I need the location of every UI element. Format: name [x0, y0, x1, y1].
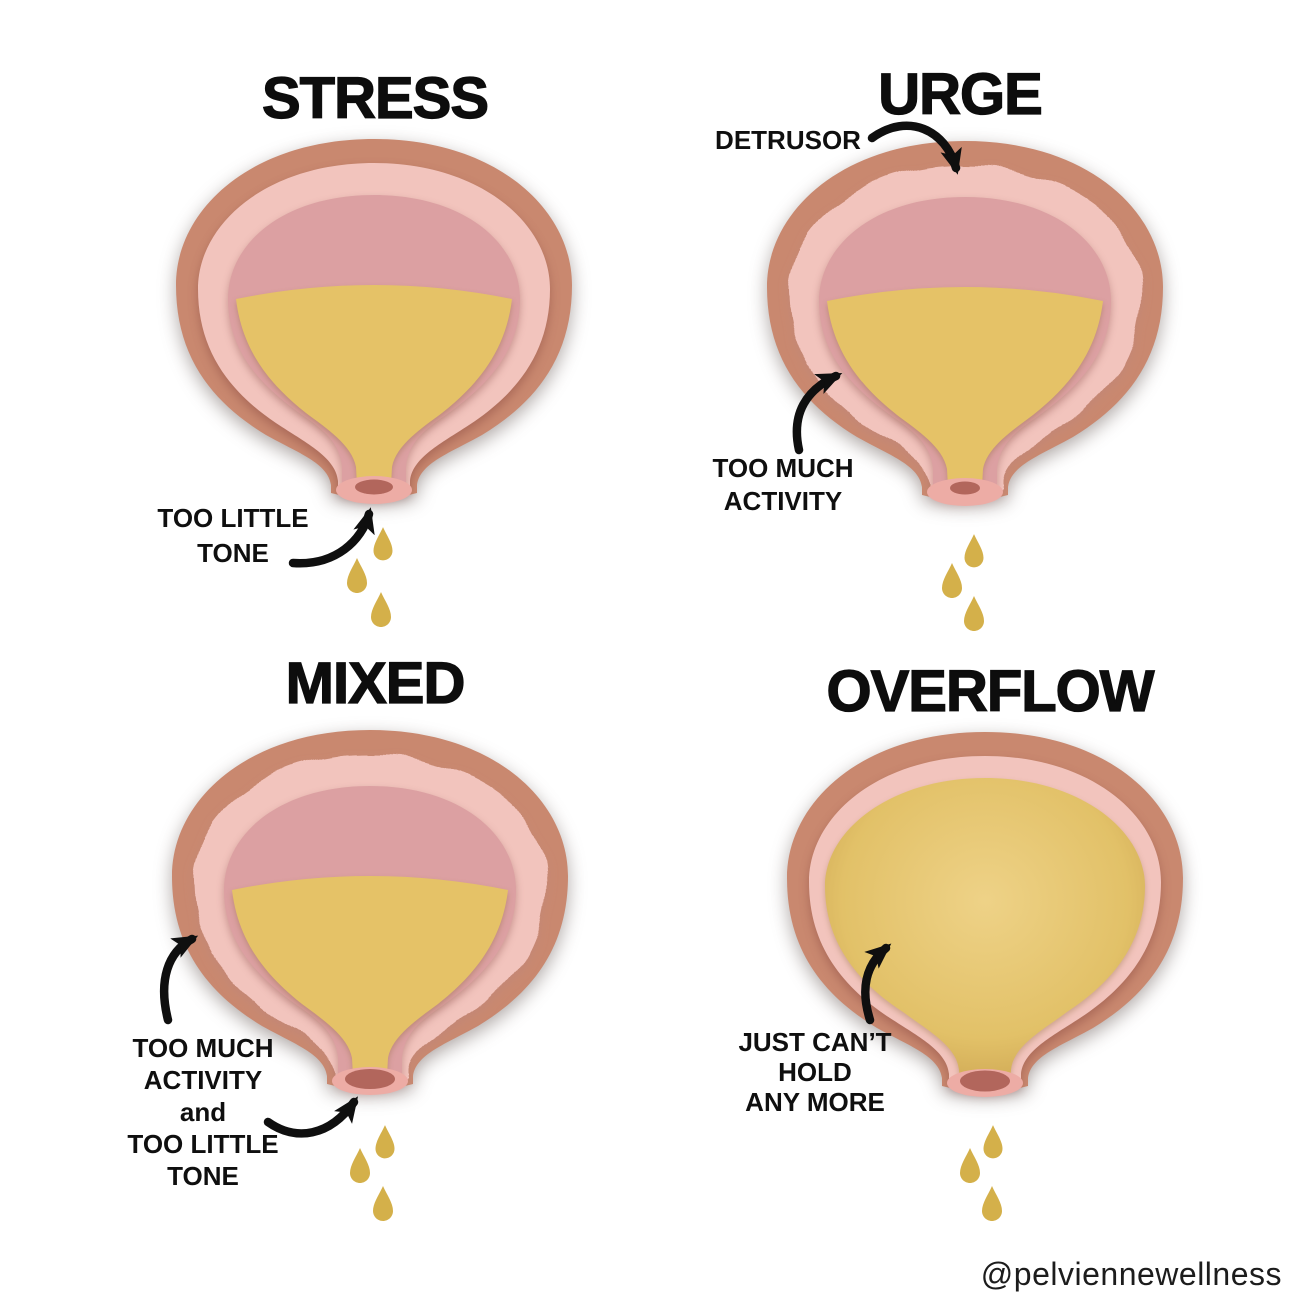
overflow-title: OVERFLOW — [826, 659, 1155, 724]
urine-drop-icon — [960, 1148, 980, 1183]
urge-label-too-much-activity: TOO MUCH ACTIVITY — [712, 453, 854, 516]
panel-urge: URGE DETRUSOR TOO MUCH ACTIVITY — [650, 0, 1300, 650]
urine-fill — [827, 287, 1103, 490]
urethra-opening — [950, 481, 980, 495]
stress-label-too-little-tone: TOO LITTLE TONE — [157, 503, 309, 568]
urine-drop-icon — [964, 534, 984, 568]
urine-drop-icon — [350, 1148, 370, 1183]
leak-drops — [350, 1125, 395, 1221]
urine-drop-icon — [982, 1186, 1002, 1221]
stress-bladder-illustration — [176, 139, 572, 504]
mixed-label-combined: TOO MUCH ACTIVITY and TOO LITTLE TONE — [127, 1033, 279, 1191]
urethra-opening — [960, 1070, 1010, 1092]
panel-stress: STRESS TOO LITTLE TONE — [0, 0, 650, 650]
urine-drop-icon — [942, 563, 962, 598]
urge-bladder-illustration — [767, 141, 1163, 506]
leak-drops — [942, 534, 984, 631]
urge-title: URGE — [878, 62, 1044, 127]
urine-fill — [236, 285, 512, 488]
panel-mixed: MIXED TOO MUCH ACTIVITY and TOO LITTLE T… — [0, 650, 650, 1300]
urine-drop-icon — [964, 596, 984, 631]
leak-drops — [347, 527, 393, 627]
overflow-label-hold: JUST CAN’T HOLD ANY MORE — [738, 1027, 892, 1117]
urine-drop-icon — [983, 1125, 1003, 1159]
mixed-title: MIXED — [285, 651, 466, 716]
urine-drop-icon — [371, 592, 391, 627]
urine-drop-icon — [375, 1125, 395, 1159]
urethra-opening — [345, 1069, 395, 1089]
urine-drop-icon — [373, 1186, 393, 1221]
panel-overflow: OVERFLOW JUST CAN’T HOLD ANY MORE — [650, 650, 1300, 1300]
leak-drops — [960, 1125, 1003, 1221]
urine-fill-full — [825, 778, 1145, 1085]
urine-fill — [232, 876, 508, 1079]
urethra-opening — [355, 479, 393, 495]
urge-label-detrusor: DETRUSOR — [715, 125, 861, 155]
mixed-bladder-illustration — [172, 730, 568, 1095]
stress-title: STRESS — [261, 66, 489, 131]
watermark-handle: @pelviennewellness — [980, 1256, 1282, 1292]
urine-drop-icon — [347, 558, 367, 593]
